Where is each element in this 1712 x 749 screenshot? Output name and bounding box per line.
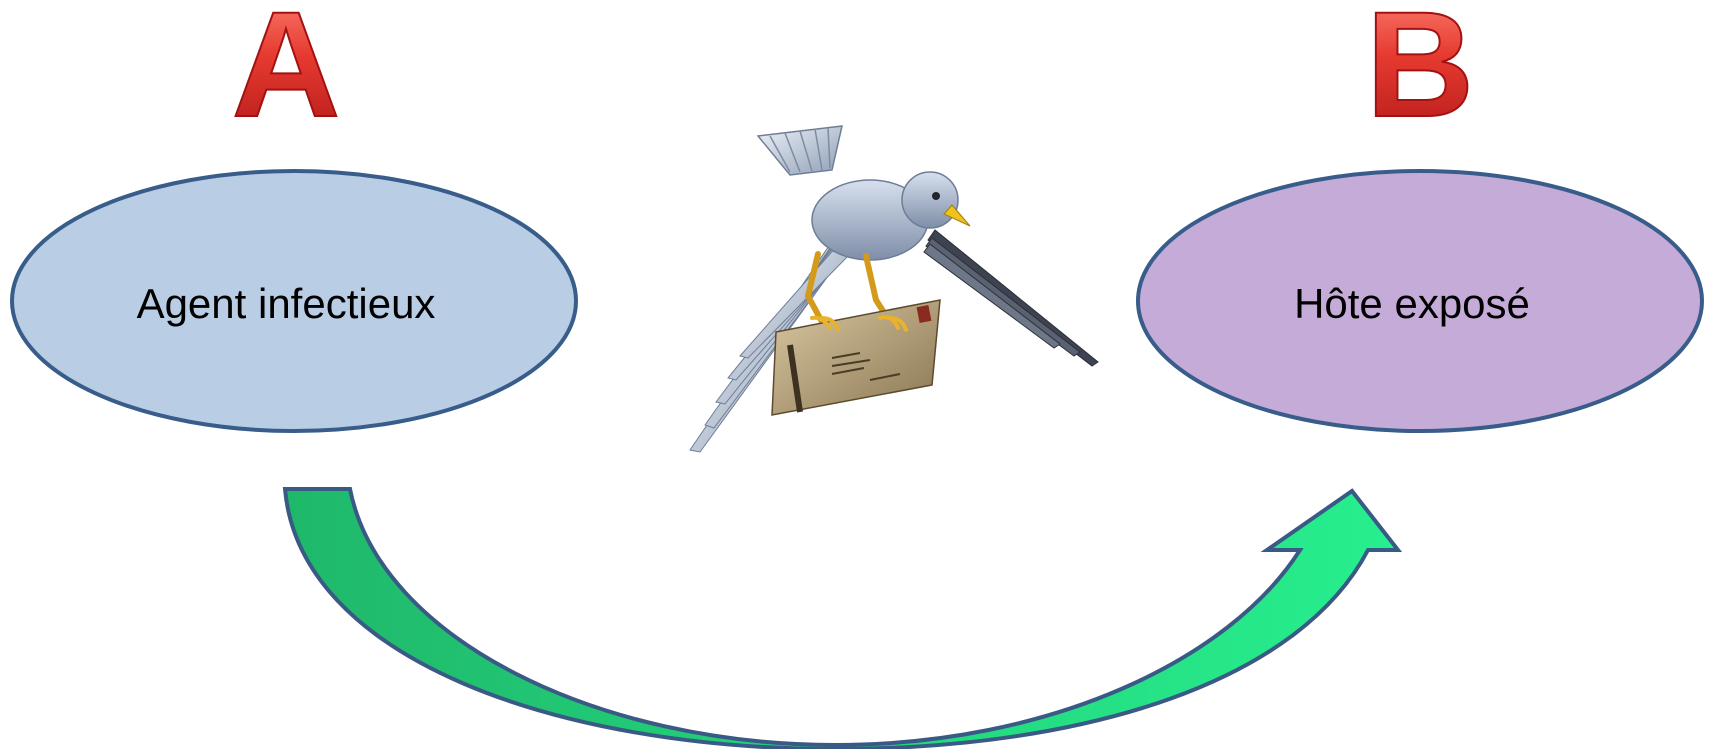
letter-a: A — [232, 0, 340, 148]
bird-wing-right — [924, 230, 1098, 366]
node-label: Agent infectieux — [137, 280, 436, 327]
node-label: Hôte exposé — [1294, 280, 1530, 327]
letter-b: B — [1366, 0, 1474, 148]
bird-eye — [932, 192, 940, 200]
node-agent-infectieux: Agent infectieux — [12, 171, 576, 431]
node-hote-expose: Hôte exposé — [1138, 171, 1702, 431]
bird-carrying-letter-icon — [690, 126, 1098, 452]
bird-tail — [758, 126, 842, 175]
transmission-arrow — [285, 489, 1398, 749]
bird-head — [902, 172, 958, 228]
